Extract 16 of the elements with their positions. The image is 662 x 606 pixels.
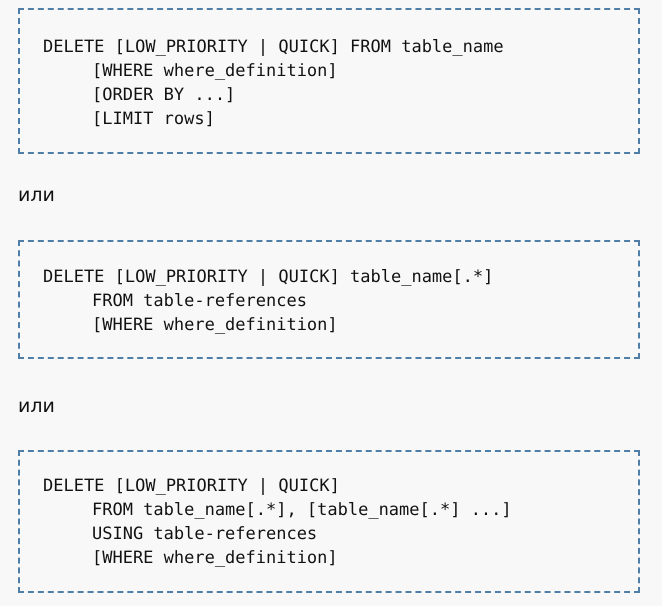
code-line: USING table-references <box>92 523 318 546</box>
code-block <box>18 240 640 359</box>
code-line: DELETE [LOW_PRIORITY | QUICK] <box>43 475 340 498</box>
code-block <box>18 450 640 593</box>
separator-text: или <box>18 395 55 417</box>
code-line: DELETE [LOW_PRIORITY | QUICK] table_name[.*] <box>43 266 494 289</box>
code-line: [WHERE where_definition] <box>92 547 338 570</box>
code-line: [WHERE where_definition] <box>92 314 338 337</box>
code-line: [LIMIT rows] <box>92 108 215 131</box>
code-line: FROM table_name[.*], [table_name[.*] ...] <box>92 499 512 522</box>
code-line: [ORDER BY ...] <box>92 84 236 107</box>
code-block <box>18 8 640 154</box>
code-line: DELETE [LOW_PRIORITY | QUICK] FROM table_name <box>43 36 504 59</box>
code-line: [WHERE where_definition] <box>92 60 338 83</box>
separator-text: или <box>18 184 55 206</box>
code-line: FROM table-references <box>92 290 307 313</box>
